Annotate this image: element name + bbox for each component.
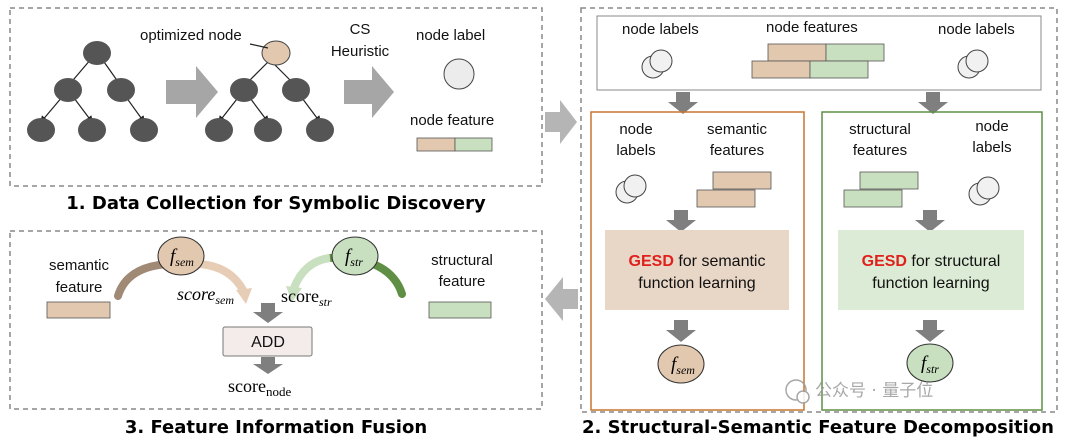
sem-node-labels-2: labels <box>616 142 655 159</box>
top-label-pair-right <box>957 49 989 79</box>
panel1-title: 1. Data Collection for Symbolic Discover… <box>66 193 486 214</box>
optimized-node-pointer <box>249 43 269 49</box>
str-node-labels-2: labels <box>972 139 1011 156</box>
sem-node-labels-1: node <box>619 121 652 138</box>
str-gesd-rest: for structural <box>907 253 1000 270</box>
sem-gesd-line2: function learning <box>638 275 755 292</box>
str-gesd-line2: function learning <box>872 275 989 292</box>
sem-label-pair <box>615 174 647 204</box>
add-box <box>222 326 313 357</box>
panel3-title: 3. Feature Information Fusion <box>125 417 427 438</box>
fusion-f-sem-label: fsem <box>170 246 194 269</box>
arrow-p1-to-p2 <box>545 100 577 144</box>
sem-gesd-line1: GESD for semantic <box>629 253 766 270</box>
node-feature-title: node feature <box>410 112 494 129</box>
curve-sem-out <box>199 260 248 294</box>
down-arrow-fusion-1 <box>253 303 283 323</box>
panel2-title: 2. Structural-Semantic Feature Decomposi… <box>582 417 1054 438</box>
top-node-features: node features <box>766 19 858 36</box>
top-features-stack <box>751 43 885 79</box>
optimized-node <box>261 40 291 66</box>
sem-gesd-keyword: GESD <box>629 253 674 270</box>
fusion-str-feature-2: feature <box>439 273 486 290</box>
optimized-node-label: optimized node <box>140 27 242 44</box>
top-node-labels-left: node labels <box>622 21 699 38</box>
node-label-title: node label <box>416 27 485 44</box>
str-gesd-line1: GESD for structural <box>862 253 1001 270</box>
down-arrow-str-2 <box>915 320 945 342</box>
curve-str-head <box>286 286 302 302</box>
score-sem: scoresem <box>177 284 234 307</box>
fusion-str-feature-1: structural <box>431 252 493 269</box>
watermark-logo-icon <box>785 379 807 401</box>
sem-gesd-box <box>605 230 789 310</box>
panel2-top-box <box>596 15 1042 91</box>
sem-output-label: fsem <box>671 354 695 377</box>
str-output-node <box>906 343 954 383</box>
down-arrow-sem-1 <box>666 210 696 232</box>
tree-left-nodes <box>27 41 158 142</box>
curve-sem-head <box>236 288 252 304</box>
str-gesd-keyword: GESD <box>862 253 907 270</box>
arrow-p2-to-p3 <box>545 277 578 321</box>
block-arrow-p1-a <box>166 66 218 118</box>
fusion-sem-feature-1: semantic <box>49 257 110 274</box>
down-arrow-sem-2 <box>666 320 696 342</box>
heuristic-label: Heuristic <box>331 43 390 60</box>
str-gesd-box <box>838 230 1024 310</box>
fusion-f-str-label: fstr <box>345 246 363 269</box>
top-label-pair-left <box>641 49 673 79</box>
block-arrow-p1-b <box>344 66 394 118</box>
panel1-frame <box>9 7 543 187</box>
node-label-circle <box>443 58 475 90</box>
fusion-f-str-node <box>331 236 379 276</box>
watermark-text: 公众号 · 量子位 <box>815 381 933 401</box>
fusion-sem-feature-bar <box>46 301 111 319</box>
fusion-sem-feature-2: feature <box>56 279 103 296</box>
node-feature-tan <box>416 137 456 152</box>
down-arrow-fusion-2 <box>253 357 283 374</box>
str-label-pair <box>968 176 1000 206</box>
add-label: ADD <box>251 334 285 351</box>
node-feature-green <box>454 137 493 152</box>
score-str: scorestr <box>281 286 332 309</box>
str-features-1: structural <box>849 121 911 138</box>
watermark: 公众号 · 量子位 <box>785 379 933 404</box>
panel2-frame <box>580 7 1058 413</box>
sem-output-node <box>657 344 705 384</box>
sem-features-1: semantic <box>707 121 768 138</box>
str-output-label: fstr <box>921 353 939 376</box>
structural-branch-box <box>821 111 1043 411</box>
sem-features-2: features <box>710 142 764 159</box>
str-feature-stack <box>843 171 919 208</box>
tree-right-nodes <box>205 78 334 142</box>
curve-str-out <box>290 254 331 290</box>
sem-feature-stack <box>696 171 772 208</box>
sem-gesd-rest: for semantic <box>674 253 766 270</box>
str-node-labels-1: node <box>975 118 1008 135</box>
semantic-branch-box <box>590 111 805 411</box>
down-arrow-top-left <box>668 92 698 114</box>
fusion-str-feature-bar <box>428 301 492 319</box>
cs-label: CS <box>350 21 371 38</box>
str-features-2: features <box>853 142 907 159</box>
down-arrow-str-1 <box>915 210 945 232</box>
score-node: scorenode <box>228 376 291 399</box>
panel3-frame <box>9 230 543 410</box>
fusion-f-sem-node <box>157 236 205 276</box>
down-arrow-top-right <box>918 92 948 114</box>
top-node-labels-right: node labels <box>938 21 1015 38</box>
